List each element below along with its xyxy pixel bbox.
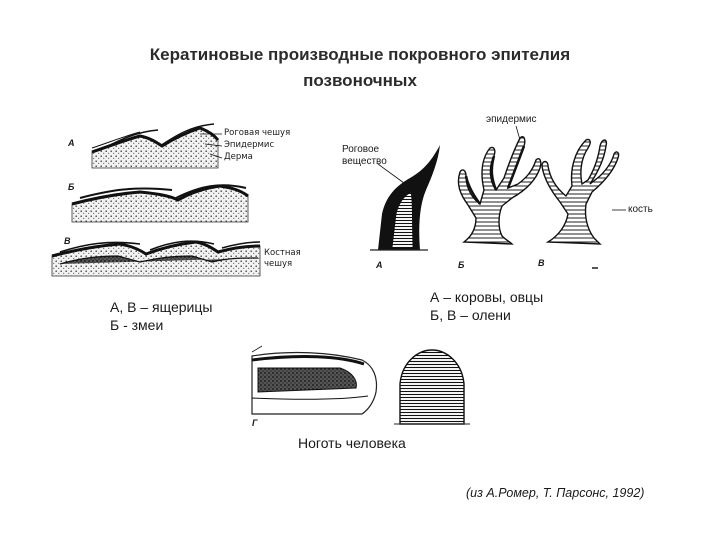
label-horn-substance-2: вещество [342,156,387,167]
horns-letter-b: Б [458,260,465,270]
horns-caption-line-2: Б, В – олени [430,307,511,323]
title-line-2: позвоночных [303,71,417,90]
label-dermis: Дерма [224,152,253,162]
label-bone: кость [628,204,653,215]
label-horn-scale: Роговая чешуя [224,128,291,138]
label-epidermis-scales: Эпидермис [224,140,275,150]
horns-caption-line-1: А – коровы, овцы [430,289,544,305]
nail-letter: Г [252,418,258,428]
horns-letter-a: А [376,260,383,270]
nail-top-view [394,349,470,425]
horns-letter-v: В [538,258,545,268]
label-horn-substance-1: Роговое [342,144,380,155]
scales-caption-line-2: Б - змеи [110,317,164,333]
scales-row-v [51,240,261,277]
scales-letter-v: В [64,236,71,246]
antler-v [541,138,626,269]
label-epidermis-horns: эпидермис [486,114,537,125]
antler-b [457,125,542,245]
title-line-1: Кератиновые производные покровного эпите… [149,45,571,64]
nail-caption: Ноготь человека [298,435,406,451]
scales-row-b [71,184,249,223]
horn-a [370,145,440,251]
nail-side-view [251,345,378,415]
label-bone-scale-1: Костная [264,248,301,258]
scales-letter-b: Б [68,182,75,192]
scales-letter-a: А [68,138,75,148]
page-title: Кератиновые производные покровного эпите… [0,42,720,94]
scales-row-a [91,123,223,169]
scales-caption-line-1: А, В – ящерицы [110,299,213,315]
citation: (из А.Ромер, Т. Парсонс, 1992) [466,486,645,500]
label-bone-scale-2: чешуя [264,259,293,269]
